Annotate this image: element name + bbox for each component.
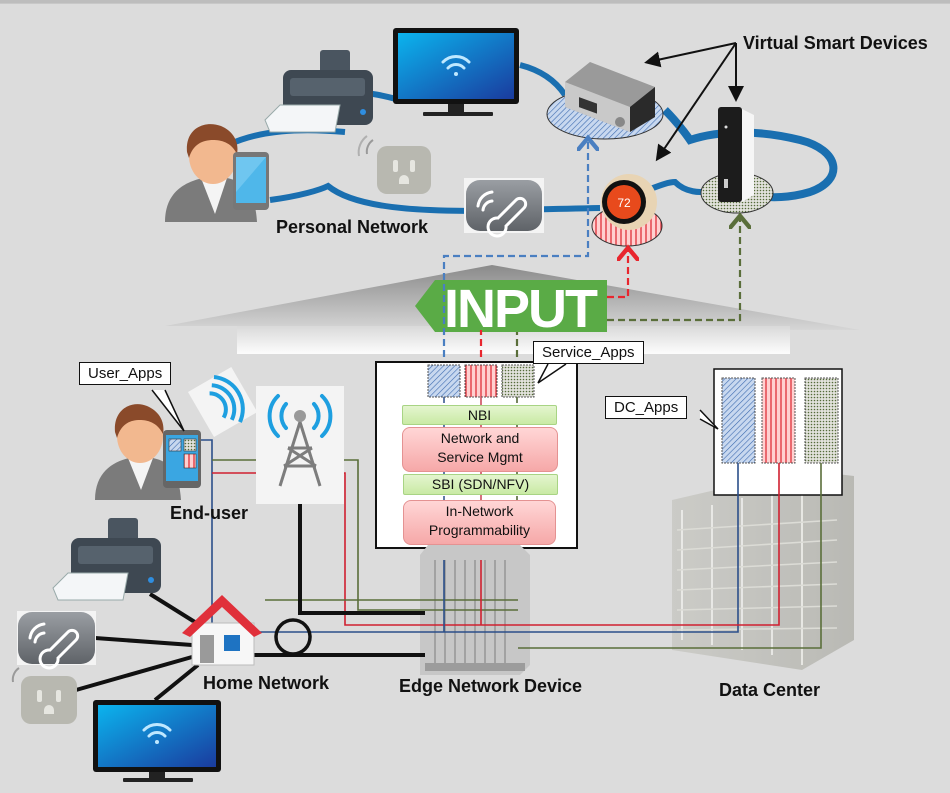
data-center-racks-icon xyxy=(672,470,854,670)
house-icon xyxy=(182,595,262,666)
svg-text:72: 72 xyxy=(617,196,631,210)
dc-app-blue xyxy=(721,377,756,464)
input-banner: INPUT xyxy=(415,279,607,339)
sbi-layer: SBI (SDN/NFV) xyxy=(403,474,558,495)
end-user-label: End-user xyxy=(170,503,249,523)
virtual-devices-pointer-arrows xyxy=(644,42,744,162)
service-app-red xyxy=(464,364,498,398)
data-center-label: Data Center xyxy=(719,680,821,700)
user-apps-callout: User_Apps xyxy=(79,362,172,385)
personal-network-label: Personal Network xyxy=(276,217,429,237)
in-network-programmability-layer: In-Network Programmability xyxy=(403,500,556,545)
input-banner-text: INPUT xyxy=(444,279,598,339)
cell-tower-icon xyxy=(256,386,344,504)
printer-icon xyxy=(264,50,373,133)
end-user-icon xyxy=(95,404,181,500)
dc-apps-callout-tail xyxy=(699,409,719,430)
in-network-programmability-line1: In-Network xyxy=(445,503,514,519)
dc-apps-callout: DC_Apps xyxy=(605,396,688,419)
home-thermometer-icon xyxy=(17,611,96,670)
home-links xyxy=(75,592,200,702)
home-network-label: Home Network xyxy=(203,673,330,693)
user-tablet-icon xyxy=(163,430,201,488)
smartphone-icon xyxy=(233,152,269,210)
service-apps-callout-tail xyxy=(537,363,567,384)
backhaul-links xyxy=(250,500,425,657)
dc-app-red xyxy=(761,377,796,464)
user-icon xyxy=(165,124,257,222)
home-smart-tv-icon xyxy=(93,700,221,782)
edge-network-device-label: Edge Network Device xyxy=(399,676,583,696)
network-service-mgmt-layer: Network and Service Mgmt xyxy=(402,427,558,472)
av-receiver-icon xyxy=(565,62,655,132)
service-app-green xyxy=(501,364,535,398)
top-border xyxy=(0,0,950,4)
network-service-mgmt-line2: Service Mgmt xyxy=(437,449,523,465)
wifi-signal-icon xyxy=(441,55,471,76)
fiber-loop-icon xyxy=(274,618,312,656)
service-app-blue xyxy=(427,364,461,398)
user-apps-callout-tail xyxy=(151,389,185,432)
sbi-layer-label: SBI (SDN/NFV) xyxy=(431,476,530,492)
nbi-layer-label: NBI xyxy=(467,407,492,423)
network-service-mgmt-line1: Network and xyxy=(440,430,520,446)
thermostat-icon: 72 xyxy=(601,174,657,230)
wireless-signal-icon xyxy=(188,367,258,438)
home-printer-icon xyxy=(52,518,161,601)
smart-tv-icon xyxy=(393,28,519,116)
in-network-programmability-line2: Programmability xyxy=(428,522,531,538)
dc-app-green xyxy=(804,377,839,464)
storage-server-icon xyxy=(718,107,754,202)
virtual-smart-devices-label: Virtual Smart Devices xyxy=(743,33,928,53)
nbi-layer: NBI xyxy=(402,405,557,425)
smart-plug-icon xyxy=(357,135,431,194)
thermometer-icon xyxy=(464,178,544,238)
home-smart-plug-icon xyxy=(11,667,77,724)
service-apps-callout: Service_Apps xyxy=(533,341,644,364)
